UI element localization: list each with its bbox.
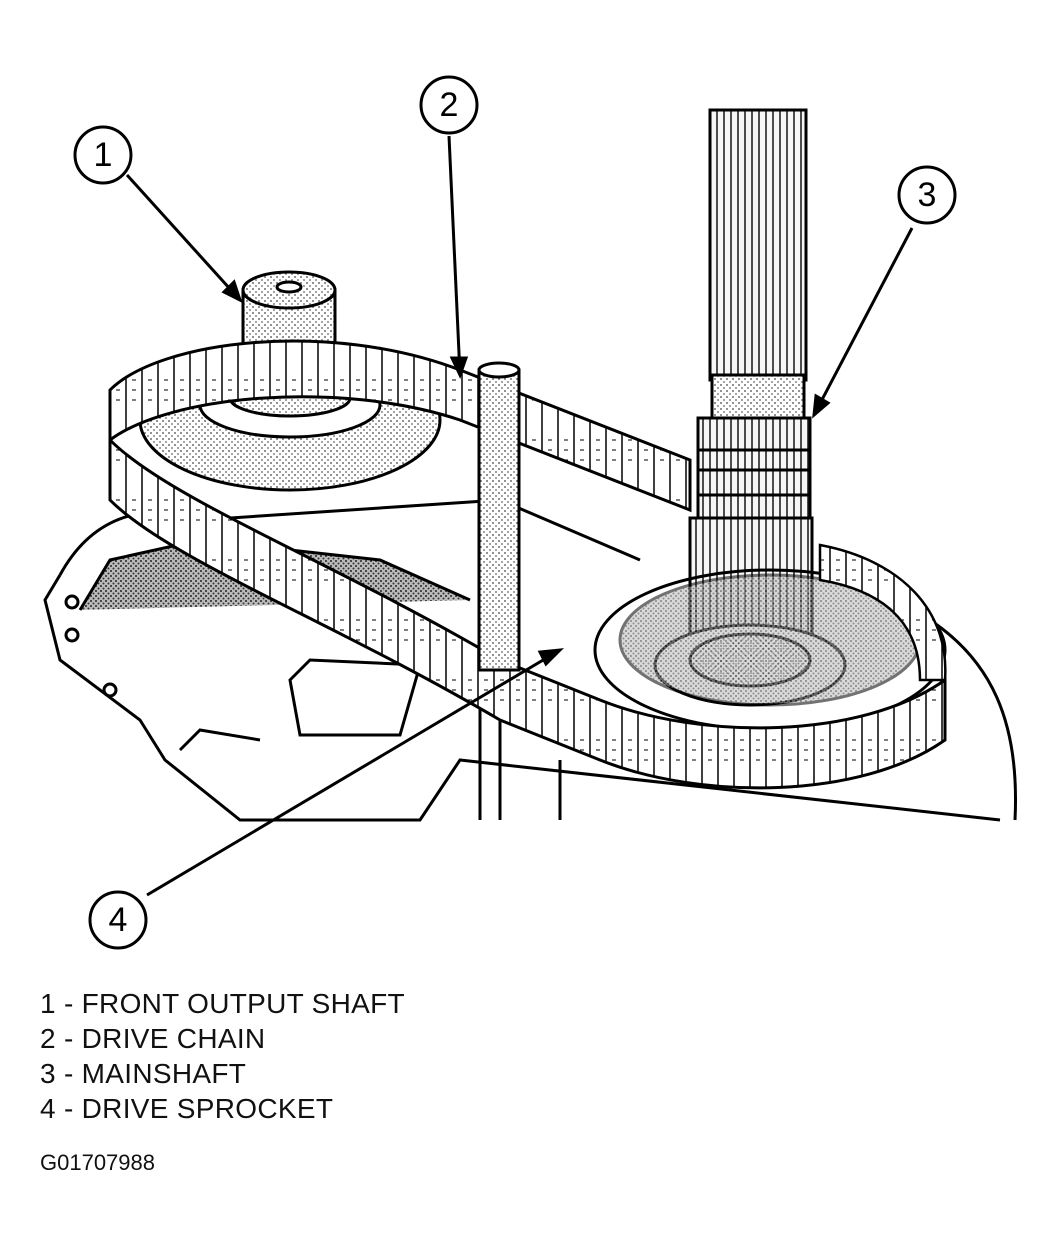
legend-item: 2 - DRIVE CHAIN	[40, 1023, 266, 1054]
leader-lines	[125, 135, 914, 897]
drive-chain-front	[108, 436, 947, 790]
parts-legend: 1 - FRONT OUTPUT SHAFT 2 - DRIVE CHAIN 3…	[40, 986, 405, 1126]
callout-1-number: 1	[94, 136, 113, 174]
callout-3-number: 3	[918, 176, 937, 214]
callout-4-number: 4	[109, 901, 128, 939]
alignment-dowel	[477, 361, 521, 672]
legend-item: 1 - FRONT OUTPUT SHAFT	[40, 988, 405, 1019]
figure-id: G01707988	[40, 1150, 155, 1175]
callout-4: 4	[88, 890, 148, 950]
legend-item: 4 - DRIVE SPROCKET	[40, 1093, 334, 1124]
callout-3: 3	[897, 165, 957, 225]
drive-chain-front-right	[818, 543, 947, 682]
callout-1: 1	[73, 125, 133, 185]
callout-2: 2	[419, 75, 479, 135]
callout-2-number: 2	[440, 86, 459, 124]
drive-chain-diagram: 1 2 3 4	[43, 75, 1018, 950]
legend-item: 3 - MAINSHAFT	[40, 1058, 247, 1089]
drive-chain-back	[108, 339, 692, 513]
